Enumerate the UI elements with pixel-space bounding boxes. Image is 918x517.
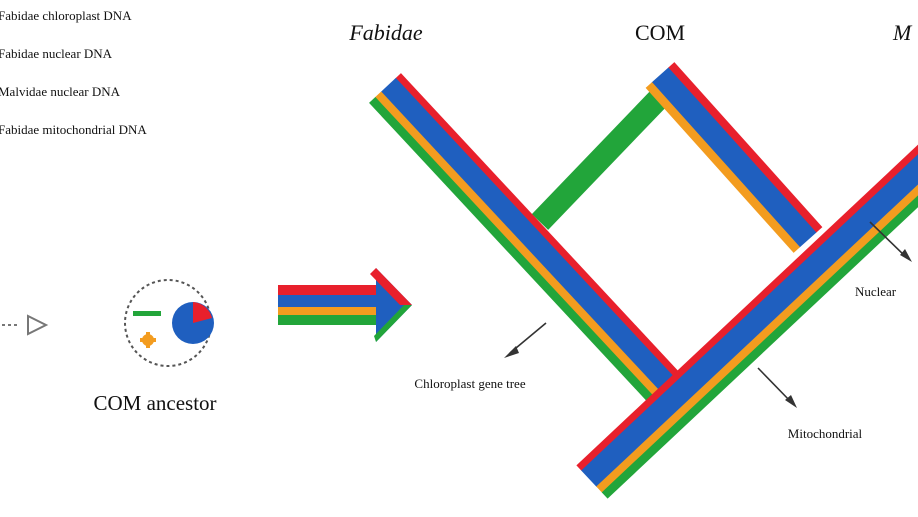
- branch-stripe: [601, 195, 918, 499]
- branch-stripe: [651, 67, 817, 248]
- branch-stripe: [395, 73, 684, 383]
- legend-item-malvidae-nuclear: Malvidae nuclear DNA: [0, 84, 121, 99]
- branch-com: [645, 62, 823, 253]
- branch-stripe: [374, 91, 665, 402]
- pointer-arrow-chloroplast: [504, 322, 547, 358]
- taxon-label-left: Fabidae: [348, 20, 423, 45]
- pointer-arrow-nuclear: [869, 221, 912, 262]
- branch-trunk: [576, 144, 918, 499]
- striped-arrow-icon: [278, 268, 412, 342]
- dashed-arrow-icon: [2, 314, 49, 336]
- branch-stripe: [667, 62, 823, 233]
- branch-stripe: [380, 77, 679, 396]
- com-ancestor-cell-icon: [124, 279, 214, 367]
- mitochondrial-label: Mitochondrial: [788, 426, 863, 441]
- branch-com-to-fabidae: [531, 87, 671, 230]
- nuclear-label: Nuclear: [855, 284, 897, 299]
- chloroplast-gene-tree-label: Chloroplast gene tree: [414, 376, 525, 391]
- branch-stripe: [596, 184, 918, 493]
- pointer-arrow-mitochondrial: [757, 367, 797, 408]
- branch-fabidae: [369, 73, 684, 407]
- branch-stripe: [369, 96, 659, 407]
- branch-stripe: [581, 154, 918, 487]
- com-ancestor-label: COM ancestor: [93, 391, 216, 415]
- legend-item-fabidae-nuclear: Fabidae nuclear DNA: [0, 46, 113, 61]
- branch-stripe: [645, 82, 801, 253]
- branch-stripe: [531, 87, 671, 230]
- taxon-label-middle: COM: [635, 20, 685, 45]
- branch-stripe: [576, 144, 918, 471]
- tree-branches: [369, 62, 918, 499]
- legend-item-mitochondrial: Fabidae mitochondrial DNA: [0, 122, 147, 137]
- taxon-label-right: M: [892, 20, 913, 45]
- legend-item-chloroplast: Fabidae chloroplast DNA: [0, 8, 132, 23]
